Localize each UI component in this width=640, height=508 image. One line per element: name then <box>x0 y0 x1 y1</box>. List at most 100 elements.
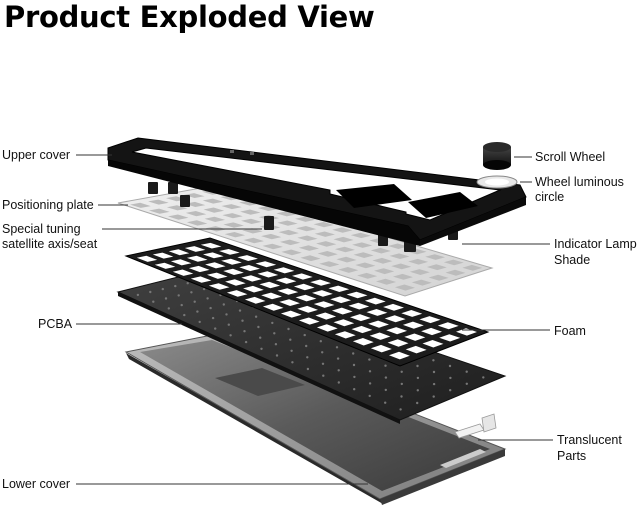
plate-cutout <box>204 216 226 222</box>
upper-cover-right <box>420 197 526 246</box>
foam-cell <box>383 303 404 311</box>
pcba-hole <box>336 357 340 360</box>
foam-cell <box>219 249 240 255</box>
pcba-hole <box>352 352 355 355</box>
pcba-hole <box>449 376 452 380</box>
plate-cutout <box>223 222 244 228</box>
pcba-hole <box>152 300 155 303</box>
foam-cell <box>190 276 212 283</box>
pcba-hole <box>241 319 244 322</box>
foam-cell <box>334 331 356 339</box>
plate-cutout <box>300 255 321 262</box>
foam-cell <box>456 328 477 336</box>
plate-cutout <box>278 229 299 236</box>
foam-cell <box>275 277 297 284</box>
translucent-parts <box>454 413 497 439</box>
foam-cell <box>405 345 427 354</box>
foam-cell <box>330 296 351 304</box>
plate-cutout <box>257 206 279 211</box>
label-indicator-lamp-line1: Indicator Lamp <box>554 237 637 251</box>
label-special-tuning-line2: satellite axis/seat <box>2 237 98 251</box>
plate-cutout <box>334 246 355 253</box>
pcba-hole <box>368 370 372 373</box>
pcba-hole <box>321 351 324 354</box>
pcba-hole <box>164 297 168 300</box>
plate-cutout <box>262 243 283 250</box>
foam-cell <box>207 272 228 279</box>
pcba-hole <box>449 389 452 392</box>
foam-cell <box>259 281 281 289</box>
label-translucent-line1: Translucent <box>557 433 622 447</box>
plate-cutout <box>352 242 373 248</box>
foam-cell <box>243 285 264 293</box>
foam-cell <box>172 269 194 276</box>
plate-cutout <box>314 231 335 237</box>
pcba-hole <box>384 376 388 379</box>
pcba-hole <box>337 369 340 372</box>
pcba-hole <box>177 294 180 297</box>
plate-cutout <box>202 198 224 204</box>
pcba-hole <box>190 291 193 294</box>
pcba-hole <box>400 382 403 386</box>
foam-cell <box>364 297 386 305</box>
plate-cutout <box>221 204 242 210</box>
plate-cutout <box>243 237 264 244</box>
plate-cutout <box>281 249 302 256</box>
pcba-hole <box>206 297 209 300</box>
foam-cell <box>205 262 226 269</box>
plate-cutout <box>316 241 337 247</box>
label-wheel-luminous-line2: circle <box>535 190 565 204</box>
upper-cover-layer <box>107 137 527 246</box>
positioning-plate-body <box>117 185 494 297</box>
upper-cover-front <box>108 160 420 246</box>
foam-cells <box>136 242 477 360</box>
foam-cell <box>422 340 444 348</box>
plate-cutout <box>393 273 413 280</box>
plate-cutout <box>374 268 395 275</box>
plate-cutout <box>389 253 410 259</box>
plate-cutout <box>353 252 374 258</box>
foam-cell <box>168 249 190 256</box>
foam-cell <box>200 242 222 249</box>
pcba-hole <box>337 381 340 384</box>
pcba-hole <box>335 346 339 349</box>
foam-cell <box>154 262 176 269</box>
pcba-hole <box>227 323 230 326</box>
plate-cutout <box>168 214 189 220</box>
pcba-hole <box>274 343 278 346</box>
pcba-hole <box>432 382 436 386</box>
foam-cell <box>261 292 282 300</box>
pcba-hole <box>222 303 225 306</box>
page-title: Product Exploded View <box>4 0 375 34</box>
pcba-hole <box>259 336 262 339</box>
pcba-hole <box>384 401 387 404</box>
plate-cutout <box>391 263 412 270</box>
pcba-hole <box>399 408 402 411</box>
foam-cell <box>369 332 391 340</box>
pcba-hole <box>416 401 419 405</box>
plate-cutout <box>185 211 207 217</box>
pcba-hole <box>290 349 293 352</box>
pcba-hole <box>243 330 246 333</box>
pcba-hole <box>482 376 485 379</box>
foam-cell <box>310 279 331 286</box>
plate-cutout <box>388 243 408 249</box>
plate-cutout <box>445 269 466 276</box>
foam-cell <box>315 312 337 320</box>
pcba-hole <box>244 340 248 344</box>
pcba-hole <box>225 313 228 316</box>
pcba-layer <box>116 271 507 424</box>
foam-cell <box>136 255 158 262</box>
foam-cell <box>348 302 370 310</box>
foam-cell <box>368 320 389 328</box>
pcba-hole <box>193 300 196 303</box>
pcba-hole <box>416 389 419 392</box>
pcba-edge <box>118 292 400 424</box>
foam-cell <box>387 339 409 347</box>
pcba-hole <box>384 388 387 392</box>
plate-cutout <box>224 232 246 238</box>
plate-cutout <box>357 272 378 279</box>
foam-cell <box>277 288 299 295</box>
foam-cell <box>255 261 277 268</box>
plate-cutout <box>332 227 353 233</box>
